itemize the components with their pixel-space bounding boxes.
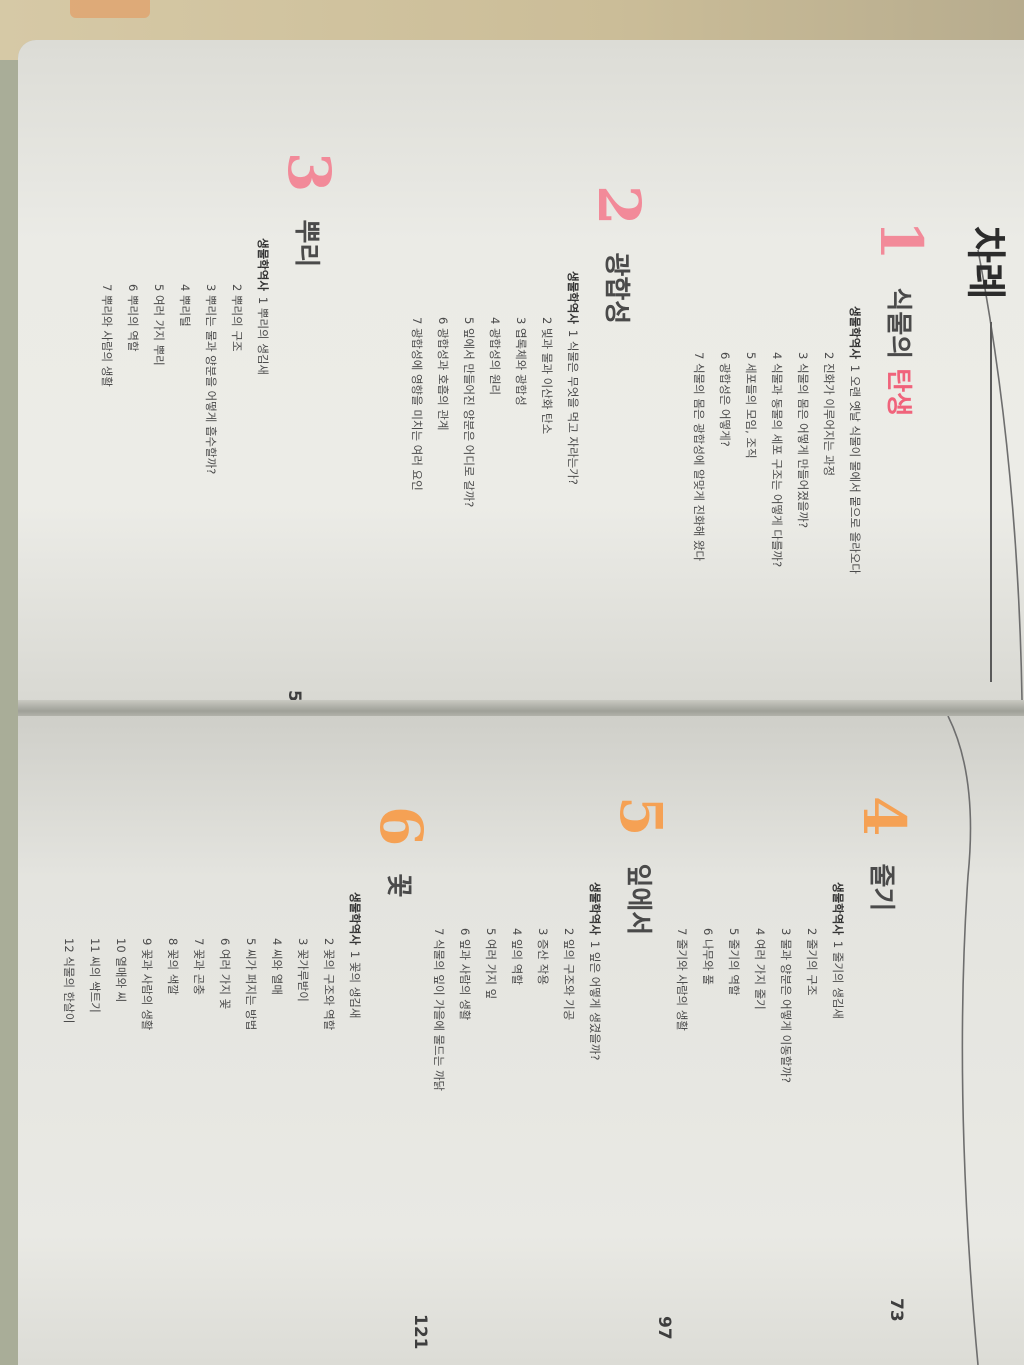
page-title: 차례 [962,226,1009,300]
section-item[interactable]: 6 잎과 사람의 생활 [458,928,472,1021]
section-item[interactable]: 4 씨와 열매 [270,938,284,995]
section-item[interactable]: 4 여러 가지 줄기 [753,928,767,1010]
section-item[interactable]: 3 엽록체와 광합성 [514,317,528,406]
section-item[interactable]: 4 식물과 동물의 세포 구조는 어떻게 다를까? [770,352,784,568]
upper-page: 차례 1 식물의 탄생 생물학역사1 오랜 옛날 식물이 물에서 뭍으로 올라오… [18,40,1024,730]
section-item[interactable]: 생물학역사1 오랜 옛날 식물이 물에서 뭍으로 올라오다 [848,306,862,575]
section-item[interactable]: 5 세포들의 모임, 조직 [744,352,758,459]
chapter-number: 5 [607,796,675,837]
chapter-title[interactable]: 식물의 탄생 [883,287,914,417]
section-item[interactable]: 2 줄기의 구조 [805,928,819,996]
section-item[interactable]: 7 뿌리와 사람의 생활 [100,284,114,387]
chapter-5-sections: 생물학역사1 잎은 어떻게 생겼을까? 2 잎의 구조와 기공 3 증산 작용 … [426,882,608,1091]
section-item[interactable]: 6 여러 가지 꽃 [218,938,232,1010]
section-item[interactable]: 10 열매와 씨 [114,938,128,1003]
section-item[interactable]: 5 여러 가지 잎 [484,928,498,1000]
chapter-title[interactable]: 뿌리 [291,219,322,268]
chapter-title[interactable]: 줄기 [866,863,897,912]
chapter-number: 6 [367,806,435,847]
section-item[interactable]: 3 뿌리는 물과 양분을 어떻게 흡수할까? [204,284,218,475]
section-item[interactable]: 6 광합성은 어떻게? [718,352,732,447]
chapter-5-page-number: 97 [654,1316,674,1340]
chapter-6-sections: 생물학역사1 꽃의 생김새 2 꽃의 구조와 역할 3 꽃가루받이 4 씨와 열… [56,892,368,1030]
section-item[interactable]: 4 뿌리털 [178,284,192,327]
chapter-number: 3 [275,152,343,193]
section-item[interactable]: 7 꽃과 곤충 [192,938,206,995]
chapter-title[interactable]: 꽃 [383,873,414,898]
section-item[interactable]: 2 진화가 이루어지는 과정 [822,352,836,477]
section-item[interactable]: 4 잎의 역할 [510,928,524,985]
section-item[interactable]: 5 여러 가지 뿌리 [152,284,166,366]
section-item[interactable]: 6 나무와 풀 [701,928,715,985]
open-book: 차례 1 식물의 탄생 생물학역사1 오랜 옛날 식물이 물에서 뭍으로 올라오… [18,40,1024,1365]
chapter-1-sections: 생물학역사1 오랜 옛날 식물이 물에서 뭍으로 올라오다 2 진화가 이루어지… [686,306,868,574]
section-item[interactable]: 5 씨가 퍼지는 방법 [244,938,258,1031]
section-item[interactable]: 4 광합성의 원리 [488,317,502,396]
section-item[interactable]: 생물학역사1 꽃의 생김새 [348,892,362,1019]
decorative-curve [977,249,1023,701]
chapter-4-page-number: 73 [886,1298,906,1322]
section-item[interactable]: 8 꽃의 색깔 [166,938,180,995]
section-item[interactable]: 생물학역사1 식물은 무엇을 먹고 자라는가? [566,271,580,485]
chapter-number: 1 [867,220,935,261]
section-item[interactable]: 3 증산 작용 [536,928,550,985]
desk-object [70,0,150,18]
chapter-3-sections: 생물학역사1 뿌리의 생김새 2 뿌리의 구조 3 뿌리는 물과 양분을 어떻게… [94,238,276,474]
section-item[interactable]: 12 식물의 한살이 [62,938,76,1024]
section-item[interactable]: 2 빛과 물과 이산화 탄소 [540,317,554,435]
section-item[interactable]: 3 식물의 몸은 어떻게 만들어졌을까? [796,352,810,529]
section-item[interactable]: 5 줄기의 역할 [727,928,741,996]
section-item[interactable]: 7 식물의 몸은 광합성에 알맞게 진화해 왔다 [692,352,706,562]
decorative-curve [947,716,979,1365]
section-item[interactable]: 6 광합성과 호흡의 관계 [436,317,450,431]
section-item[interactable]: 2 뿌리의 구조 [230,284,244,352]
chapter-title[interactable]: 광합성 [601,252,632,325]
chapter-2-sections: 생물학역사1 식물은 무엇을 먹고 자라는가? 2 빛과 물과 이산화 탄소 3… [404,271,586,507]
chapter-4-sections: 생물학역사1 줄기의 생김새 2 줄기의 구조 3 물과 양분은 어떻게 이동할… [669,882,851,1083]
section-item[interactable]: 6 뿌리의 역할 [126,284,140,352]
section-item[interactable]: 9 꽃과 사람의 생활 [140,938,154,1031]
chapter-number: 2 [585,185,653,226]
section-item[interactable]: 7 줄기와 사람의 생활 [675,928,689,1031]
lower-page: 4 줄기 생물학역사1 줄기의 생김새 2 줄기의 구조 3 물과 양분은 어떻… [18,716,1024,1365]
section-item[interactable]: 생물학역사1 잎은 어떻게 생겼을까? [588,882,602,1061]
title-rule [990,322,992,682]
section-item[interactable]: 5 잎에서 만들어진 양분은 어디로 갈까? [462,317,476,508]
section-item[interactable]: 3 물과 양분은 어떻게 이동할까? [779,928,793,1084]
chapter-number: 4 [850,796,918,837]
section-item[interactable]: 11 씨의 싹트기 [88,938,102,1013]
section-item[interactable]: 생물학역사1 줄기의 생김새 [831,882,845,1020]
section-item[interactable]: 3 꽃가루받이 [296,938,310,1002]
toc-header: 차례 [960,226,1018,682]
chapter-6-page-number: 121 [410,1314,430,1350]
section-item[interactable]: 2 꽃의 구조와 역할 [322,938,336,1031]
chapter-title[interactable]: 잎에서 [623,863,654,936]
section-item[interactable]: 생물학역사1 뿌리의 생김새 [256,238,270,376]
section-item[interactable]: 2 잎의 구조와 기공 [562,928,576,1021]
section-item[interactable]: 7 광합성에 영향을 미치는 여러 요인 [410,317,424,491]
